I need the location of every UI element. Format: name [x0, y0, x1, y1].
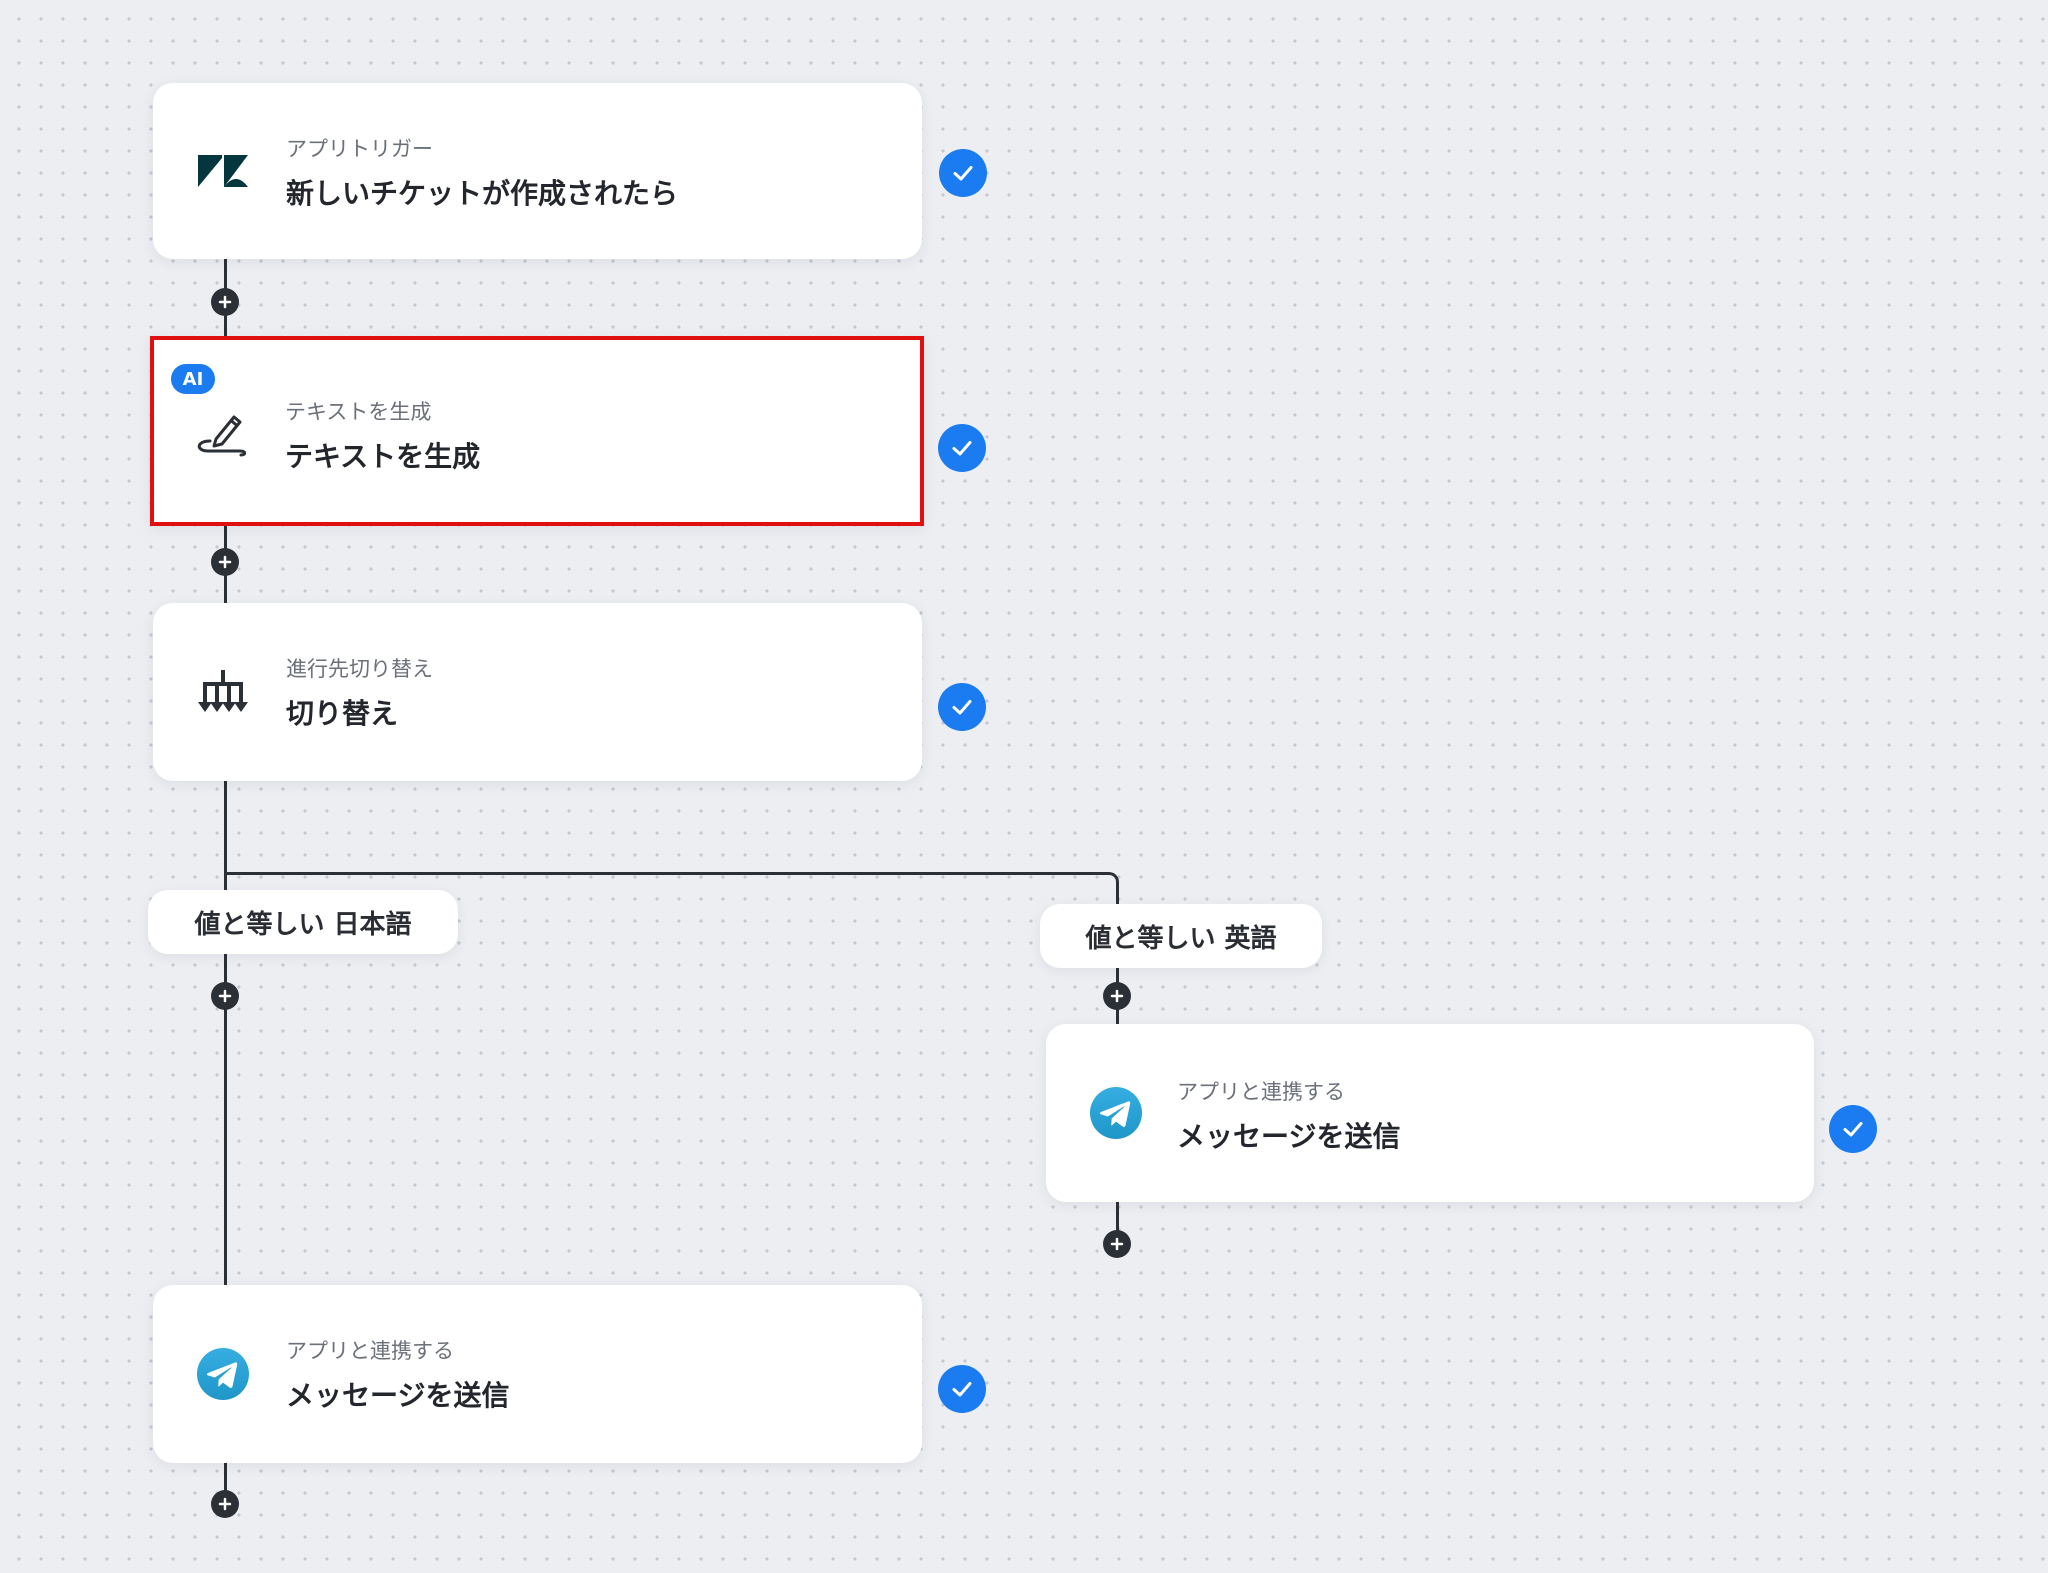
step-title: メッセージを送信 [1177, 1120, 1401, 1153]
add-step-button[interactable] [211, 288, 239, 316]
status-check-icon [939, 149, 987, 197]
connector-english-step-out [1116, 1200, 1119, 1242]
connector-switch-main [224, 780, 227, 1286]
connector-japanese-step-out [224, 1462, 227, 1506]
step-subtitle: アプリと連携する [1177, 1080, 1345, 1104]
add-step-button[interactable] [211, 548, 239, 576]
connector-branch-english [226, 872, 1119, 905]
status-check-icon [1829, 1105, 1877, 1153]
telegram-icon [1088, 1085, 1144, 1141]
step-subtitle: 進行先切り替え [286, 657, 433, 681]
japanese-telegram-step-card[interactable]: アプリと連携する メッセージを送信 [153, 1285, 922, 1463]
step-subtitle: テキストを生成 [285, 400, 432, 424]
step-subtitle: アプリと連携する [286, 1339, 454, 1363]
add-step-button[interactable] [211, 982, 239, 1010]
ai-badge: AI [171, 364, 215, 394]
branch-label-japanese[interactable]: 値と等しい 日本語 [148, 890, 458, 954]
add-step-button[interactable] [1103, 1230, 1131, 1258]
switch-step-card[interactable]: 進行先切り替え 切り替え [153, 603, 922, 781]
status-check-icon [938, 424, 986, 472]
status-check-icon [938, 683, 986, 731]
step-title: 新しいチケットが作成されたら [286, 177, 679, 210]
add-step-button[interactable] [1103, 982, 1131, 1010]
ai-text-generation-card[interactable]: AI テキストを生成 テキストを生成 [150, 336, 924, 526]
step-title: メッセージを送信 [286, 1379, 510, 1412]
trigger-step-card[interactable]: アプリトリガー 新しいチケットが作成されたら [153, 83, 922, 259]
step-title: 切り替え [286, 697, 399, 730]
english-telegram-step-card[interactable]: アプリと連携する メッセージを送信 [1046, 1024, 1814, 1202]
telegram-icon [195, 1346, 251, 1402]
step-title: テキストを生成 [285, 440, 481, 473]
add-step-button[interactable] [211, 1490, 239, 1518]
zendesk-logo-icon [195, 143, 251, 199]
branch-label-english[interactable]: 値と等しい 英語 [1040, 904, 1322, 968]
status-check-icon [938, 1365, 986, 1413]
step-subtitle: アプリトリガー [286, 137, 433, 161]
branch-switch-icon [195, 664, 251, 720]
pen-signature-icon [192, 403, 248, 459]
